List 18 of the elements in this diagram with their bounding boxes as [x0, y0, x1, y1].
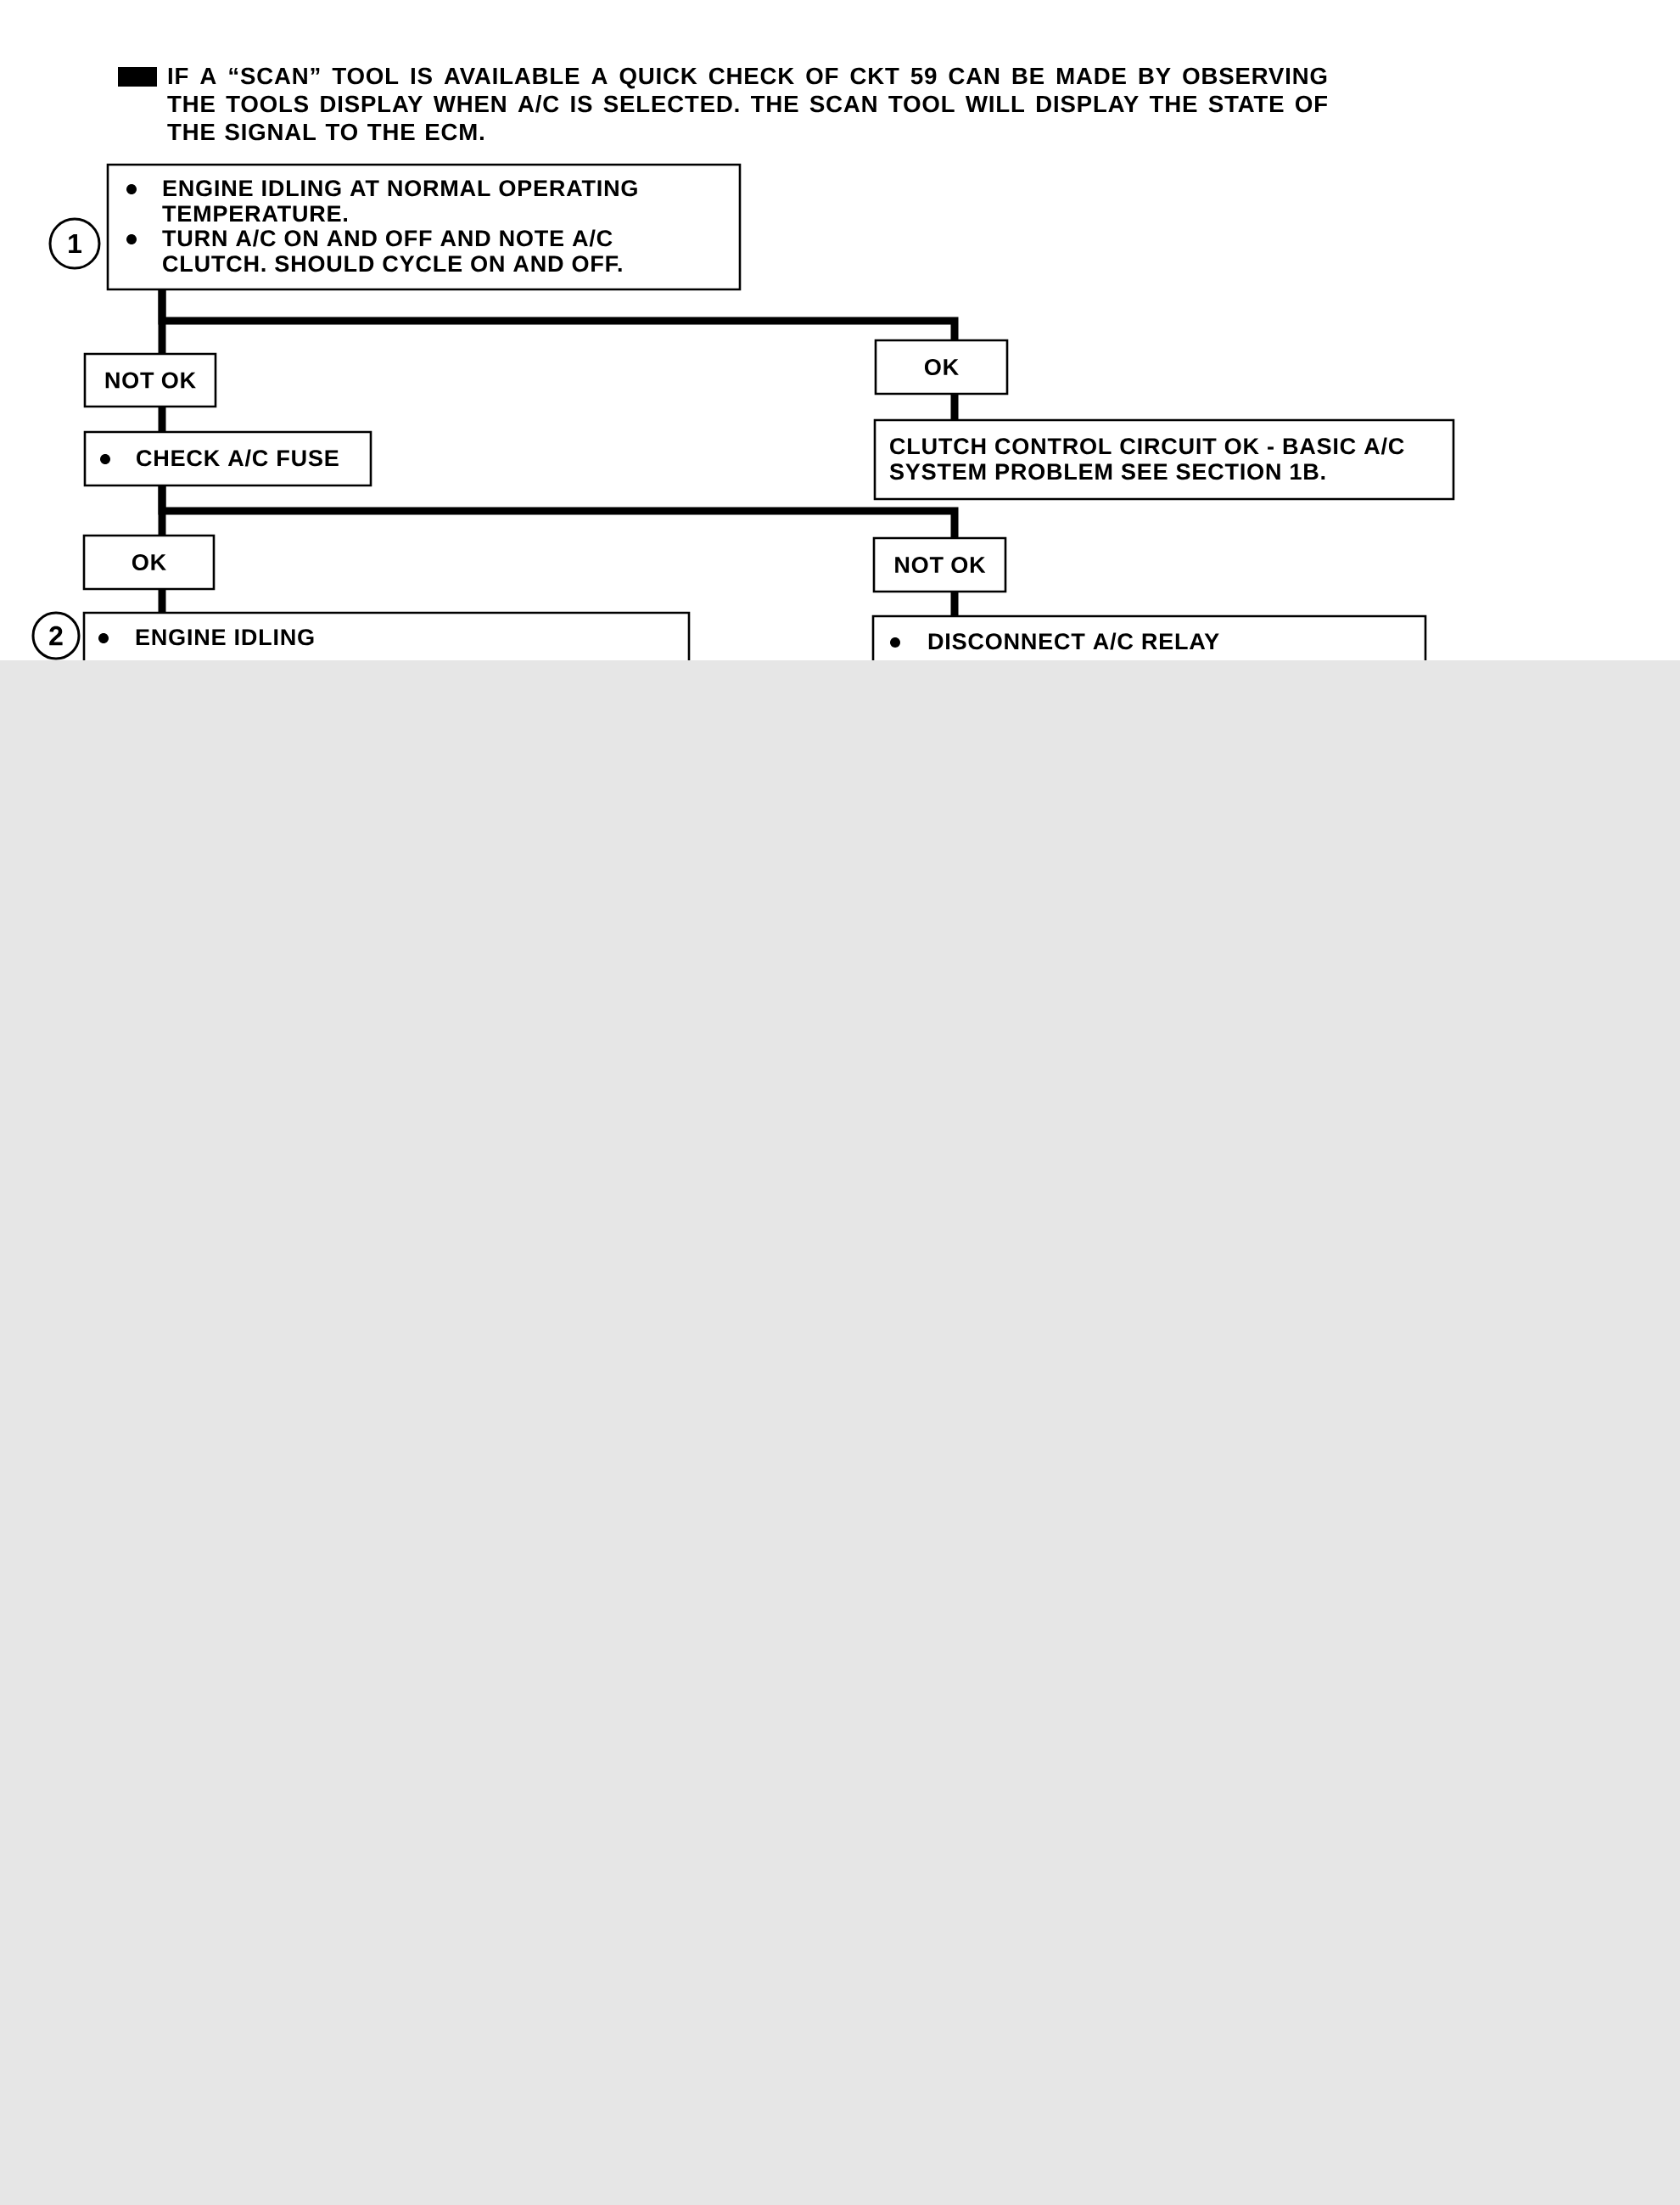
step-box: ENGINE IDLING — [82, 611, 691, 660]
step-number: 1 — [48, 217, 101, 270]
note-text: IF A “SCAN” TOOL IS AVAILABLE A QUICK CHECK OF CKT 59 CAN BE MADE BY OBSERVING THE TOOLS DISPLAY WHEN A/C IS SELECTED. THE SCAN TOOL WILL DISPLAY THE STATE OF THE SIGNAL TO THE ECM. — [167, 67, 1327, 141]
connector-line — [158, 289, 959, 340]
step-number: 2 — [31, 611, 81, 660]
step-box: CLUTCH CONTROL CIRCUIT OK - BASIC A/C SYSTEM PROBLEM SEE SECTION 1B. — [873, 418, 1455, 501]
step-box: DISCONNECT A/C RELAY — [871, 614, 1427, 660]
step-box: ENGINE IDLING AT NORMAL OPERATING TEMPERATURE. TURN A/C ON AND OFF AND NOTE A/C CLUTCH. SHOULD CYCLE ON AND OFF. — [106, 163, 742, 291]
result-box: NOT OK — [83, 352, 217, 408]
connector-line — [158, 485, 959, 538]
connector-line — [950, 592, 959, 616]
connector-line — [158, 407, 166, 432]
connector-line — [158, 589, 166, 613]
step-box: CHECK A/C FUSE — [83, 430, 372, 487]
result-box: OK — [874, 339, 1009, 396]
connector-line — [950, 394, 959, 420]
result-box: NOT OK — [872, 536, 1007, 593]
result-box: OK — [82, 534, 216, 591]
